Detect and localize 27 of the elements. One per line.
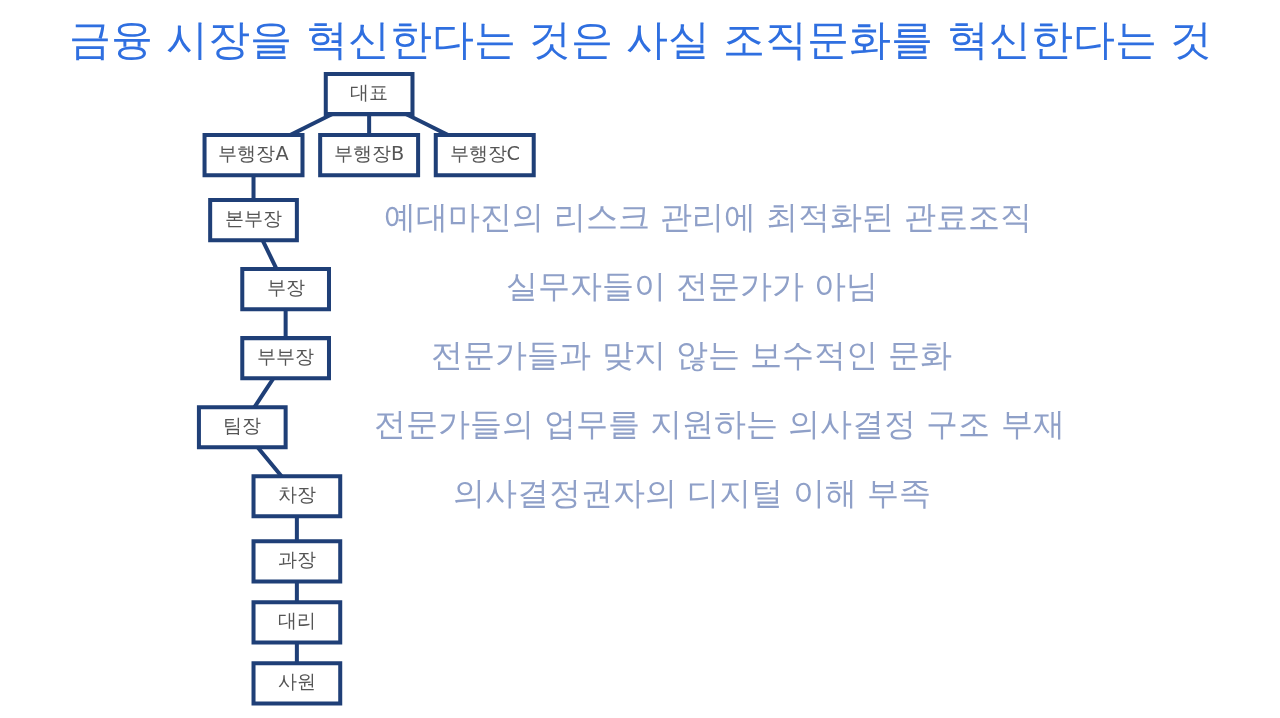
node-box: 차장 xyxy=(251,474,342,519)
node-box: 부장 xyxy=(239,267,331,312)
node-box: 대표 xyxy=(323,71,414,117)
connector xyxy=(366,114,371,135)
connector xyxy=(283,309,288,339)
connector xyxy=(252,377,275,409)
label: 실무자들이 전문가가 아님 xyxy=(505,267,878,306)
connector xyxy=(260,239,278,270)
diagram-title: 금융 시장을 혁신한다는 것은 사실 조직문화를 혁신한다는 것 xyxy=(68,15,1212,65)
node-box: 부행장B xyxy=(317,133,420,178)
label: 예대마진의 리스크 관리에 최적화된 관료조직 xyxy=(383,198,1032,237)
node-box: 부부장 xyxy=(239,336,331,381)
connector xyxy=(294,581,299,602)
connector xyxy=(294,642,299,663)
node-box: 대리 xyxy=(251,600,342,645)
label: 전문가들과 맞지 않는 보수적인 문화 xyxy=(430,336,952,375)
label: 전문가들의 업무를 지원하는 의사결정 구조 부재 xyxy=(373,405,1065,444)
node-box: 과장 xyxy=(251,539,342,584)
node-box: 팀장 xyxy=(196,405,288,450)
connector xyxy=(294,516,299,541)
node-box: 사원 xyxy=(251,661,342,706)
node-box: 본부장 xyxy=(207,198,299,243)
connector xyxy=(251,175,256,200)
node-box: 부행장A xyxy=(202,133,304,178)
label: 의사결정권자의 디지털 이해 부족 xyxy=(452,474,931,513)
connector xyxy=(255,446,283,478)
node-box: 부행장C xyxy=(433,133,536,178)
